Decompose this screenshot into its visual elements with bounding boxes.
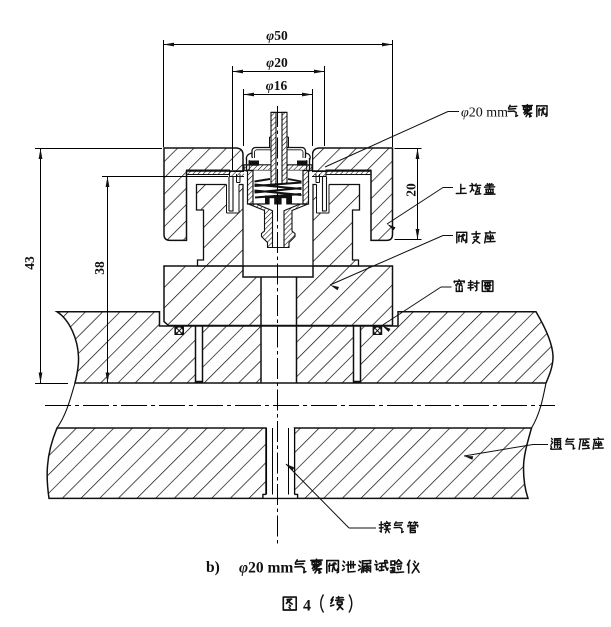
svg-text:φ20: φ20: [266, 55, 288, 70]
svg-text:φ16: φ16: [266, 78, 288, 93]
svg-text:4: 4: [303, 598, 311, 615]
svg-text:b): b): [206, 559, 220, 576]
svg-text:φ50: φ50: [266, 28, 288, 43]
svg-text:43: 43: [22, 256, 37, 270]
svg-text:38: 38: [92, 261, 107, 275]
svg-text:φ20 mm: φ20 mm: [461, 106, 508, 121]
svg-text:φ20 mm: φ20 mm: [239, 560, 293, 577]
svg-text:20: 20: [404, 183, 419, 197]
